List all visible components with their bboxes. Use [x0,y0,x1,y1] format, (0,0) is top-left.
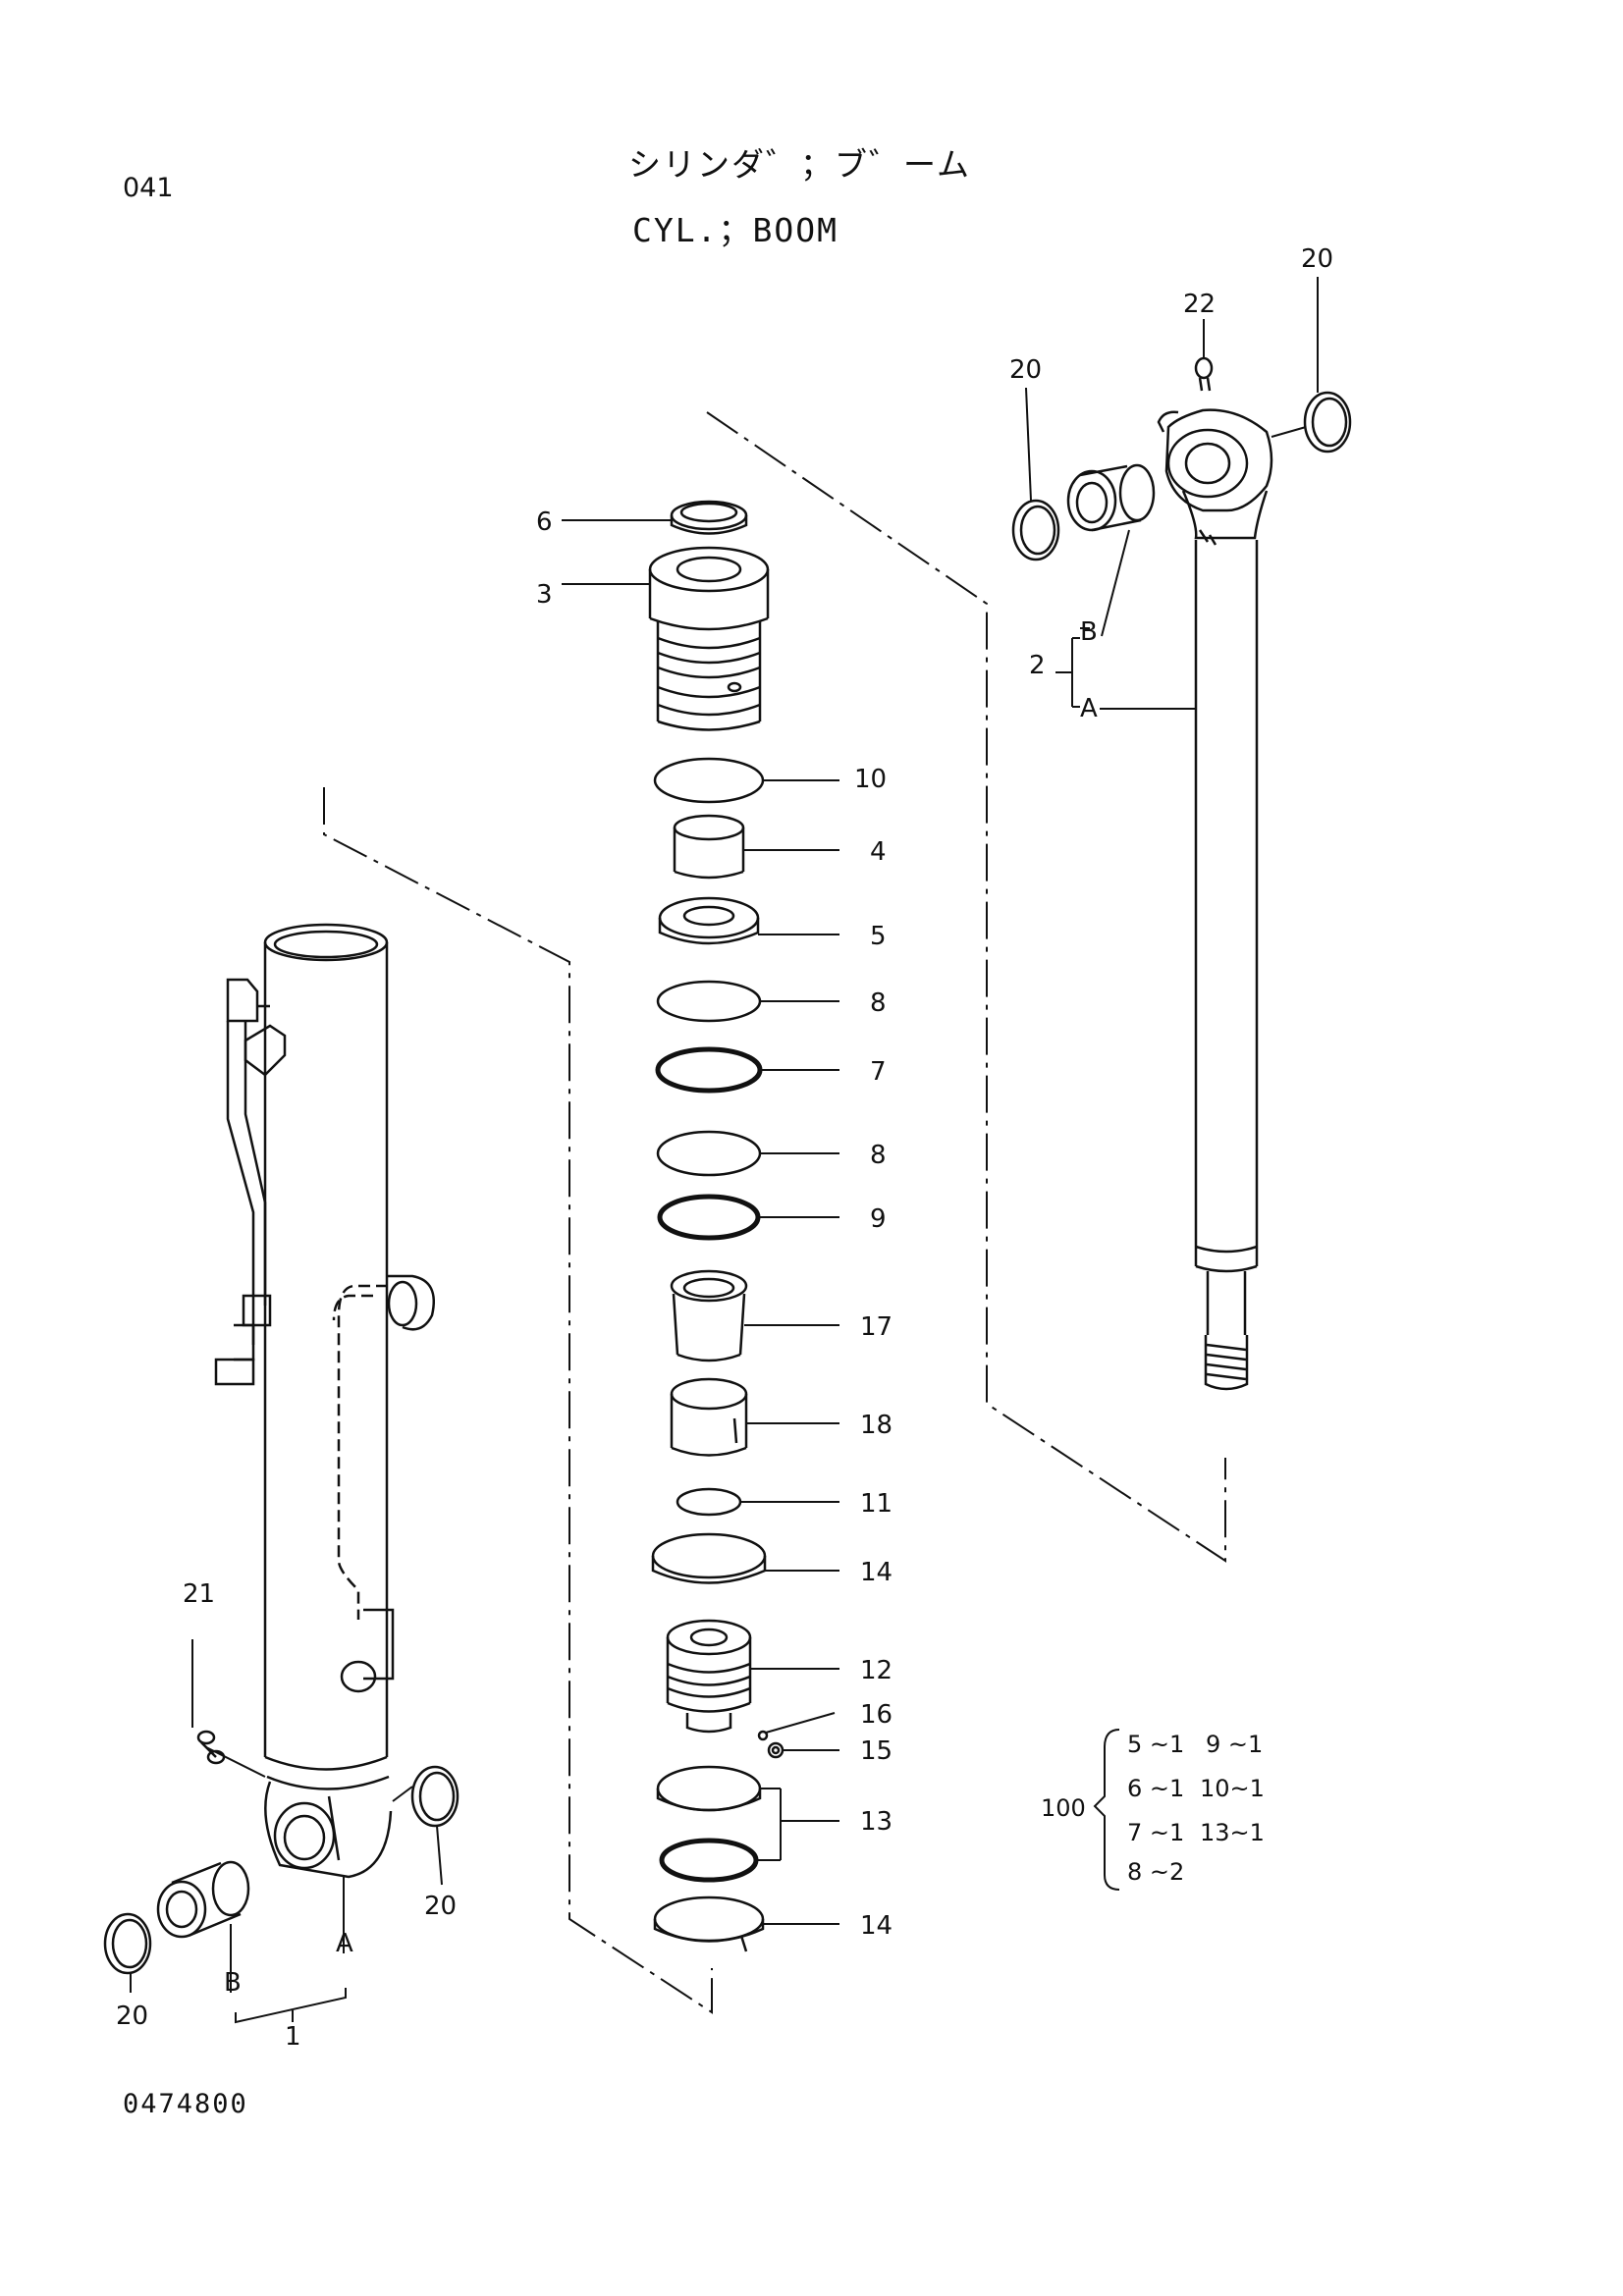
part-14-ring-upper [651,1532,767,1584]
callout-1a: A [336,1929,353,1958]
part-5-seal [658,896,760,945]
callout-5: 5 [870,922,887,951]
callout-8-lower: 8 [870,1141,887,1170]
title-english: CYL.；BOOM [632,211,839,249]
part-18-bushing [670,1377,748,1457]
kit-item-9: 9 ~1 [1206,1731,1263,1758]
kit-item-13: 13~1 [1200,1819,1265,1846]
part-4-bushing [673,814,745,880]
part-6-wiper [670,500,748,535]
callout-20-left: 20 [116,2002,148,2031]
callout-2b: B [1080,617,1098,647]
callout-12: 12 [860,1656,893,1685]
kit-item-5: 5 ~1 [1127,1731,1184,1758]
seal-20-left [103,1912,152,1975]
callout-11: 11 [860,1489,893,1519]
callout-7: 7 [870,1057,887,1087]
callout-10: 10 [854,765,887,794]
callout-4: 4 [870,837,887,867]
kit-100: 100 5 ~1 9 ~1 6 ~1 10~1 7 ~1 13~1 8 ~2 [1041,1731,1265,1886]
bushing-2b [1066,463,1156,532]
kit-item-7: 7 ~1 [1127,1819,1184,1846]
kit-item-8: 8 ~2 [1127,1858,1184,1886]
callout-13: 13 [860,1807,893,1837]
callout-8-upper: 8 [870,988,887,1018]
part-3-cylinder-head [648,546,770,731]
part-9-oring [657,1194,761,1241]
part-12-piston [666,1619,752,1734]
part-14-ring-lower [653,1896,765,1952]
callout-1: 1 [285,2022,301,2052]
seal-20-rod-left [1011,499,1060,561]
assembly-dashed-lines [323,411,1226,2014]
bolt-21 [196,1730,226,1765]
callout-6: 6 [536,507,553,537]
kit-number: 100 [1041,1794,1086,1822]
kit-item-10: 10~1 [1200,1775,1265,1802]
callout-22: 22 [1183,290,1216,319]
callout-2a: A [1080,694,1098,723]
part-17-bushing [670,1269,748,1362]
callout-9: 9 [870,1204,887,1234]
seal-20-rod-right [1303,391,1352,454]
bushing-1b [156,1860,250,1939]
part-15-screw [767,1741,784,1759]
callout-20-rod-left: 20 [1009,355,1042,385]
part-13-seal-set [656,1765,762,1883]
callout-16: 16 [860,1700,893,1730]
part-10-oring [653,757,765,804]
callout-20-right: 20 [424,1892,457,1921]
part-16-ball [757,1730,769,1741]
part-7-oring [655,1046,763,1094]
part-8-ring-upper [656,980,762,1023]
callout-21: 21 [183,1579,215,1609]
callout-14-upper: 14 [860,1558,893,1587]
drawing-number: 0474800 [123,2089,248,2119]
callout-18: 18 [860,1411,893,1440]
seal-20-right [410,1765,460,1828]
callout-1b: B [224,1968,242,1998]
callout-15: 15 [860,1736,893,1766]
page-number: 041 [123,173,174,203]
callout-20-rod-right: 20 [1301,244,1333,274]
callout-17: 17 [860,1312,893,1342]
title-japanese: シリンダ゛；ブ゛ーム [628,145,972,184]
part-8-ring-lower [656,1130,762,1177]
kit-item-6: 6 ~1 [1127,1775,1184,1802]
piston-rod [1157,356,1273,1391]
cylinder-tube [214,923,435,1879]
part-11-washer [676,1487,742,1517]
callout-14-lower: 14 [860,1911,893,1941]
callout-3: 3 [536,580,553,610]
callout-2: 2 [1029,651,1046,680]
